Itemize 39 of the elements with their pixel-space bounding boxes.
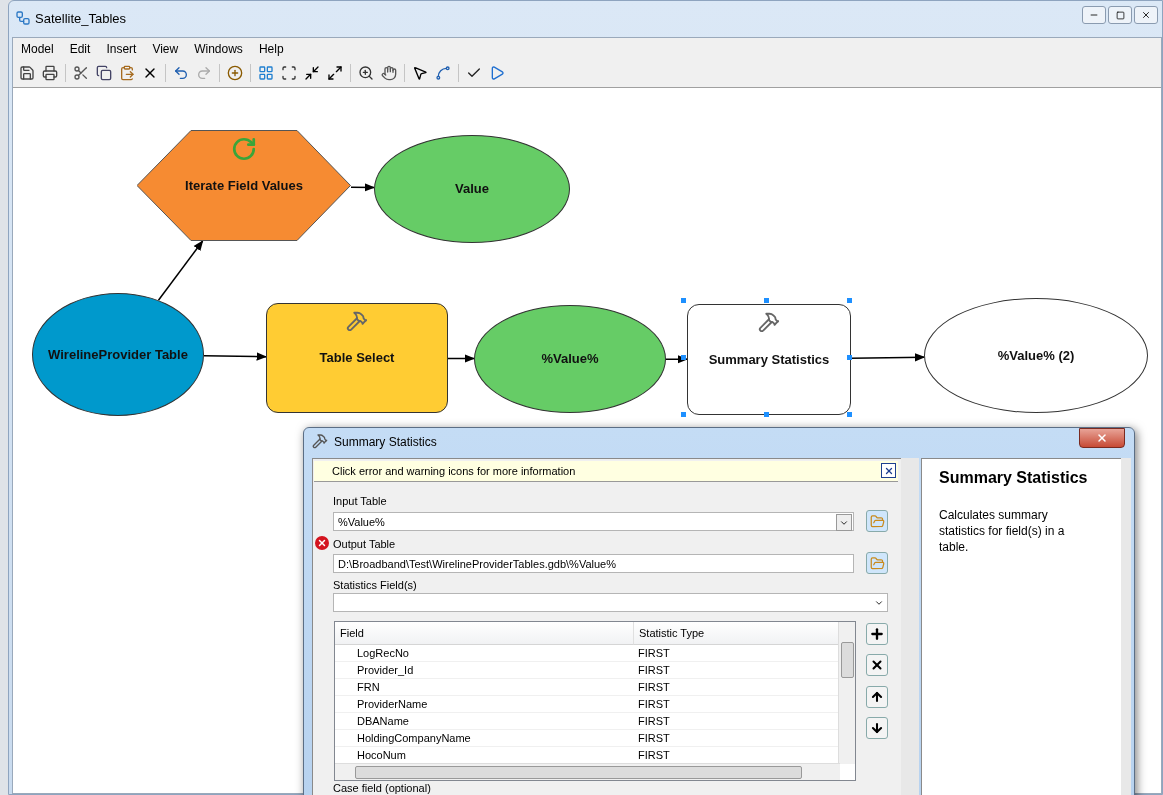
window-title: Satellite_Tables [35, 11, 127, 26]
field-label: Case field (optional) [333, 782, 431, 794]
field-name: LogRecNo [335, 645, 634, 662]
arrow [203, 352, 268, 361]
node-label: Iterate Field Values [185, 177, 303, 194]
dialog-title: Summary Statistics [334, 435, 437, 449]
field-label: Statistics Field(s) [333, 579, 417, 591]
field-name: FRN [335, 679, 634, 696]
arrow [850, 353, 926, 362]
menu-item: Windows [194, 42, 243, 56]
field-name: HoldingCompanyName [335, 730, 634, 747]
input-field: %Value% [333, 512, 854, 531]
arrow [350, 183, 376, 192]
node-label: %Value% [541, 351, 599, 367]
menu-item: Edit [69, 42, 91, 56]
column-header: Field [335, 622, 634, 645]
field-label: Output Table [333, 538, 396, 550]
arrow [447, 354, 476, 363]
field-name: ProviderName [335, 696, 634, 713]
help-description: Calculates summary statistics for field(s) in a table. [939, 507, 1066, 555]
tool-box [266, 303, 448, 413]
node-label: Value [455, 181, 489, 197]
menu-item: Model [21, 42, 54, 56]
node-label: %Value% (2) [997, 347, 1075, 364]
field-name: DBAName [335, 713, 634, 730]
field-name: Provider_Id [335, 662, 634, 679]
menu-item: Insert [106, 42, 137, 56]
arrow [157, 240, 204, 301]
help-heading: Summary Statistics [939, 469, 1088, 487]
menu-item: Help [258, 42, 284, 56]
node-label: WirelineProvider Table [48, 346, 188, 363]
input-field: D:\Broadband\Test\WirelineProviderTables.gdb\%Value% [333, 554, 854, 573]
field-label: Input Table [333, 495, 387, 507]
node-label: Summary Statistics [708, 351, 830, 368]
menu-item: View [152, 42, 179, 56]
info-message: Click error and warning icons for more information [331, 465, 576, 477]
node-label: Table Select [319, 350, 395, 366]
iterator-hexagon [137, 130, 351, 241]
arrow [665, 355, 689, 364]
